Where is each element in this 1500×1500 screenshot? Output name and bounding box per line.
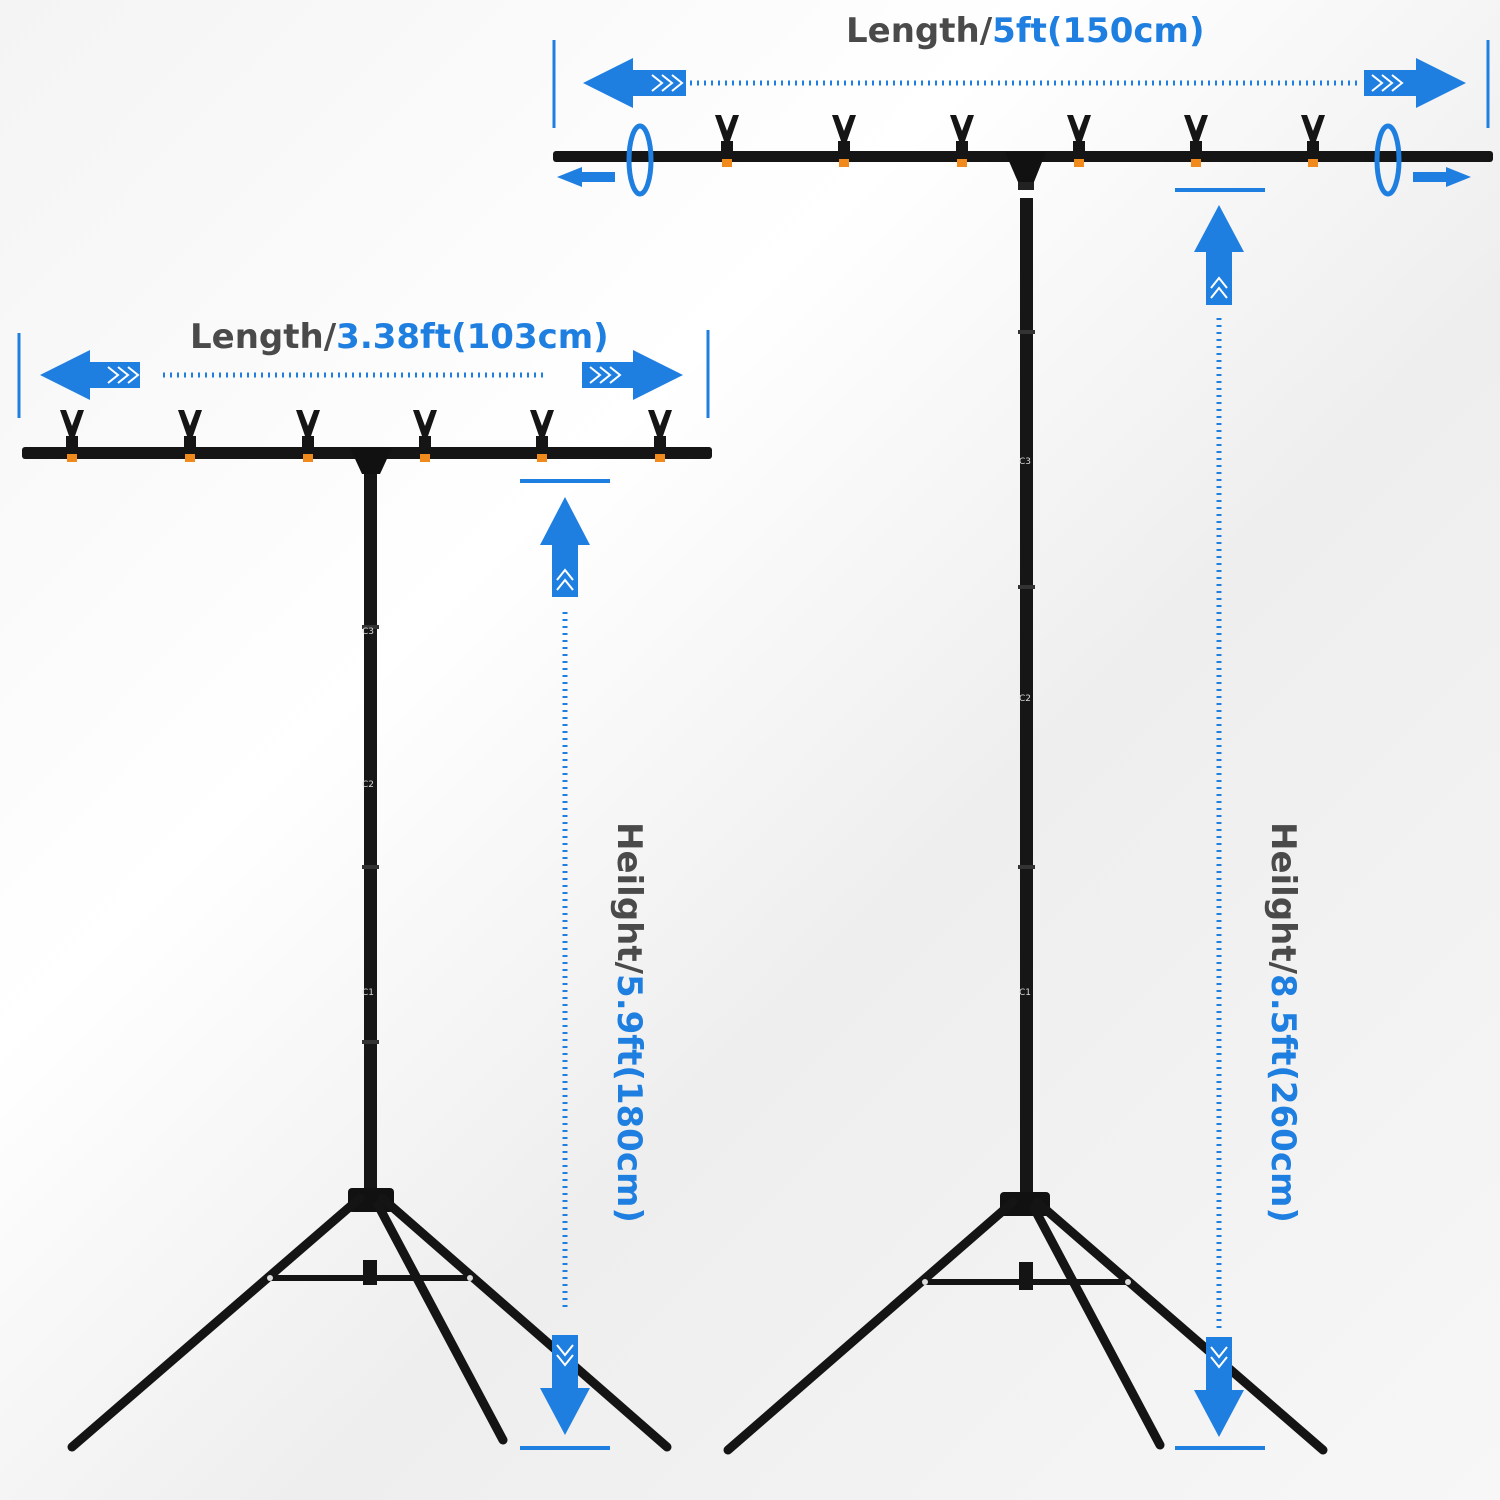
right-t-connector (1005, 152, 1046, 182)
left-leg-right (377, 1193, 672, 1452)
right-pole (1020, 198, 1033, 1201)
right-extend-arrow-right (1413, 167, 1471, 187)
right-length-arrow-left (583, 58, 686, 108)
left-leg-back (373, 1200, 508, 1445)
right-height-arrow-down (1194, 1337, 1244, 1437)
right-height-key: Heilght/ (1263, 822, 1303, 975)
left-length-arrow-left (40, 350, 140, 400)
right-clips (715, 115, 1325, 167)
right-extend-arrow-left (557, 167, 615, 187)
left-leg-front (67, 1193, 365, 1452)
right-rotate-ring-right (1374, 123, 1402, 197)
left-length-value: 3.38ft(103cm) (336, 317, 609, 357)
left-section-mark-c3: C3 (362, 627, 375, 637)
right-length-arrow-right (1364, 58, 1466, 108)
left-height-arrow-up (540, 497, 590, 597)
right-height-arrow-up (1194, 205, 1244, 305)
right-height-label: Heilght/8.5ft(260cm) (1263, 822, 1303, 1223)
left-height-label: Heilght/5.9ft(180cm) (609, 822, 649, 1223)
right-dimensions (552, 40, 1490, 1450)
left-t-connector (350, 448, 392, 474)
right-stand (553, 115, 1493, 1455)
right-leg-right (1032, 1197, 1328, 1455)
left-height-arrow-down (540, 1335, 590, 1435)
right-length-value: 5ft(150cm) (992, 11, 1205, 51)
left-length-label: Length/3.38ft(103cm) (190, 320, 609, 354)
left-dimensions (17, 330, 710, 1450)
right-leg-front (723, 1197, 1018, 1455)
left-clips (60, 410, 672, 462)
left-height-value: 5.9ft(180cm) (609, 974, 649, 1223)
right-leg-back (1029, 1203, 1165, 1450)
right-section-mark-c3: C3 (1019, 457, 1032, 467)
left-pole (364, 474, 377, 1199)
right-section-mark-c2: C2 (1019, 694, 1032, 704)
right-height-value: 8.5ft(260cm) (1263, 974, 1303, 1223)
left-length-arrow-right (582, 350, 683, 400)
left-stand (22, 410, 712, 1452)
left-length-key: Length/ (190, 317, 337, 357)
right-section-mark-c1: C1 (1019, 988, 1032, 998)
left-section-mark-c2: C2 (362, 780, 375, 790)
left-section-mark-c1: C1 (362, 988, 375, 998)
left-height-key: Heilght/ (609, 822, 649, 975)
right-length-key: Length/ (846, 11, 993, 51)
right-length-label: Length/5ft(150cm) (846, 14, 1205, 48)
right-rotate-ring-left (626, 123, 654, 197)
